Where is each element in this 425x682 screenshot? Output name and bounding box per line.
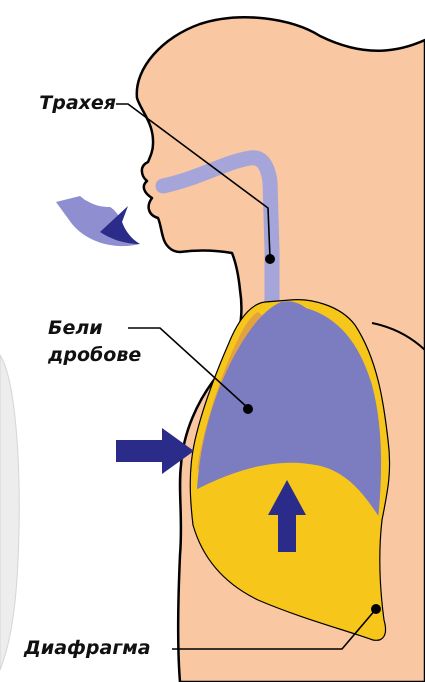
- label-trachea: Трахея: [39, 92, 116, 114]
- diaphragm-leader-dot: [371, 604, 381, 614]
- label-lungs-line2: дробове: [47, 344, 141, 366]
- trachea-leader-dot: [265, 254, 275, 264]
- background-shade: [0, 355, 19, 670]
- label-diaphragm: Диафрагма: [23, 637, 151, 659]
- label-lungs-line1: Бели: [48, 317, 103, 339]
- lungs-leader-dot: [243, 404, 253, 414]
